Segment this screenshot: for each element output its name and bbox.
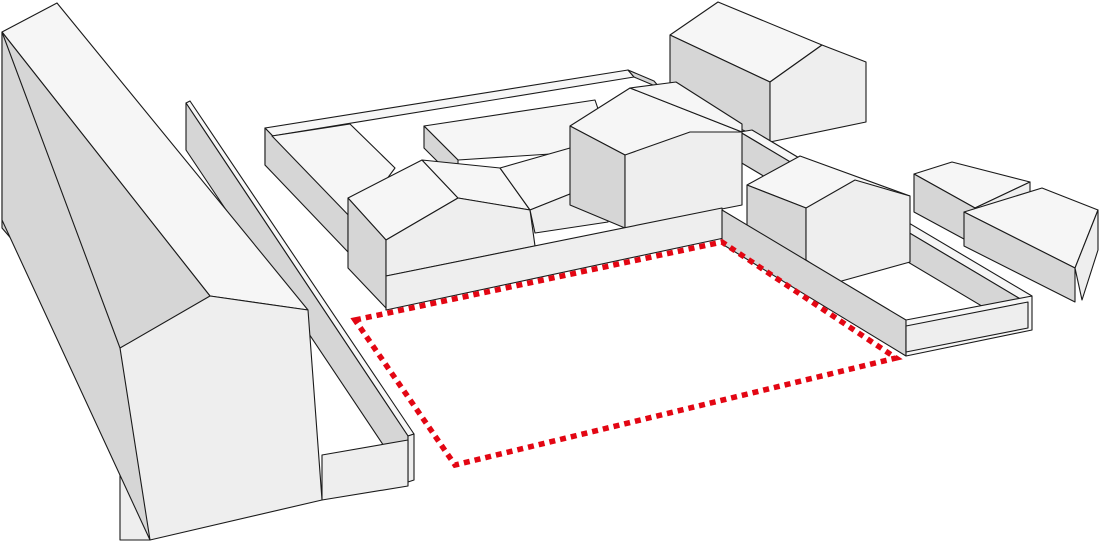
- right-courtyard-wall: [721, 209, 1033, 357]
- rear-gable-building-left: [347, 159, 536, 309]
- site-boundary-outline: [350, 239, 903, 469]
- rear-tall-building: [669, 1, 867, 143]
- right-gable-building: [746, 155, 911, 283]
- left-thin-wall: [185, 100, 415, 483]
- left-long-barn: [1, 2, 323, 541]
- left-return-wall: [321, 439, 409, 501]
- central-gable-building: [569, 81, 743, 229]
- right-small-building-b: [963, 187, 1099, 303]
